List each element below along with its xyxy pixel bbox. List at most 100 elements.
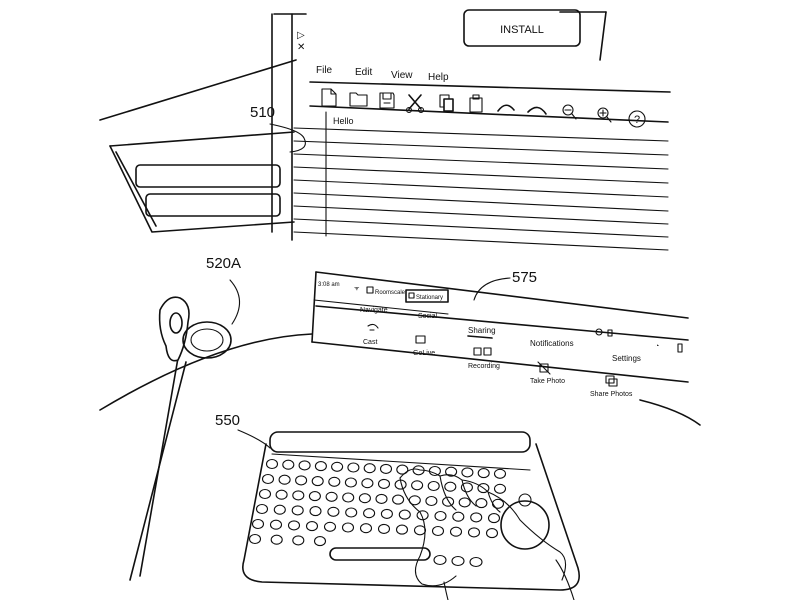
keyboard-key[interactable] bbox=[327, 506, 340, 517]
keyboard-key[interactable] bbox=[278, 474, 291, 485]
keyboard-key[interactable] bbox=[377, 478, 391, 489]
action-take-photo[interactable]: Take Photo bbox=[530, 361, 565, 385]
keyboard-key[interactable] bbox=[493, 483, 507, 494]
keyboard-key[interactable] bbox=[359, 523, 373, 534]
keyboard-key[interactable] bbox=[469, 556, 483, 568]
keyboard-key[interactable] bbox=[377, 523, 391, 534]
keyboard-trackball[interactable] bbox=[500, 500, 550, 550]
action-recording[interactable]: Recording bbox=[468, 347, 500, 370]
menu-help[interactable]: Help bbox=[428, 72, 449, 83]
undo-icon[interactable] bbox=[497, 104, 515, 112]
keyboard-key[interactable] bbox=[458, 497, 471, 508]
install-button[interactable]: INSTALL bbox=[463, 9, 581, 47]
keyboard-key[interactable] bbox=[485, 528, 499, 539]
keyboard-key[interactable] bbox=[375, 493, 388, 504]
keyboard-key[interactable] bbox=[411, 480, 424, 491]
keyboard-key[interactable] bbox=[261, 473, 275, 485]
keyboard-key[interactable] bbox=[258, 488, 272, 500]
keyboard-key[interactable] bbox=[282, 459, 295, 470]
keyboard-key[interactable] bbox=[442, 496, 455, 507]
keyboard-key[interactable] bbox=[396, 464, 409, 475]
keyboard-key[interactable] bbox=[477, 468, 490, 479]
keyboard-key[interactable] bbox=[305, 521, 319, 532]
keyboard-key[interactable] bbox=[452, 511, 465, 522]
copy-icon[interactable] bbox=[439, 94, 454, 112]
keyboard-key[interactable] bbox=[491, 498, 505, 509]
action-golive[interactable]: GoLive bbox=[413, 335, 435, 357]
keyboard-key[interactable] bbox=[255, 503, 269, 515]
keyboard-key[interactable] bbox=[427, 480, 440, 492]
controller[interactable] bbox=[129, 296, 232, 581]
keyboard-key[interactable] bbox=[358, 493, 371, 504]
menu-file[interactable]: File bbox=[316, 65, 333, 76]
keyboard-key[interactable] bbox=[493, 468, 507, 479]
save-icon[interactable] bbox=[379, 92, 395, 109]
zoom-out-icon[interactable] bbox=[562, 104, 577, 120]
keyboard-key[interactable] bbox=[449, 526, 463, 537]
keyboard-key[interactable] bbox=[275, 489, 288, 500]
keyboard-key[interactable] bbox=[467, 527, 481, 538]
keyboard-key[interactable] bbox=[248, 533, 262, 545]
keyboard-key[interactable] bbox=[431, 525, 445, 537]
keyboard-key[interactable] bbox=[309, 506, 322, 517]
keyboard-key[interactable] bbox=[342, 492, 355, 503]
keyboard-key[interactable] bbox=[460, 482, 473, 493]
keyboard-key[interactable] bbox=[416, 510, 429, 521]
keyboard-key[interactable] bbox=[451, 555, 465, 567]
tab-social[interactable]: Social bbox=[418, 313, 438, 320]
keyboard-key[interactable] bbox=[425, 495, 438, 507]
keyboard-key[interactable] bbox=[295, 475, 308, 486]
status-chip-roomscale[interactable]: Roomscale bbox=[366, 286, 406, 296]
keyboard-key[interactable] bbox=[328, 476, 341, 487]
open-folder-icon[interactable] bbox=[349, 92, 368, 107]
keyboard-key[interactable] bbox=[461, 467, 474, 478]
keyboard-key[interactable] bbox=[292, 490, 305, 501]
keyboard-key[interactable] bbox=[363, 508, 376, 519]
status-chip-stationary[interactable]: Stationary bbox=[405, 289, 449, 303]
keyboard-key[interactable] bbox=[379, 463, 393, 474]
menu-view[interactable]: View bbox=[391, 70, 413, 81]
keyboard-key[interactable] bbox=[477, 483, 490, 494]
keyboard-key[interactable] bbox=[380, 508, 393, 519]
keyboard-key[interactable] bbox=[323, 521, 337, 532]
keyboard[interactable] bbox=[242, 431, 580, 591]
keyboard-key[interactable] bbox=[361, 478, 374, 489]
keyboard-key[interactable] bbox=[434, 510, 447, 522]
menu-edit[interactable]: Edit bbox=[355, 67, 372, 78]
keyboard-key[interactable] bbox=[269, 519, 283, 530]
keyboard-key[interactable] bbox=[313, 536, 327, 547]
cut-icon[interactable] bbox=[405, 94, 425, 114]
new-file-icon[interactable] bbox=[321, 88, 337, 107]
keyboard-key[interactable] bbox=[487, 513, 501, 524]
keyboard-key[interactable] bbox=[314, 461, 327, 472]
keyboard-key[interactable] bbox=[470, 512, 483, 523]
keyboard-key[interactable] bbox=[311, 476, 324, 487]
keyboard-key[interactable] bbox=[445, 466, 458, 477]
keyboard-key[interactable] bbox=[363, 463, 376, 474]
tab-sharing[interactable]: Sharing bbox=[467, 326, 496, 339]
keyboard-spacebar[interactable] bbox=[329, 547, 431, 561]
keyboard-key[interactable] bbox=[347, 462, 360, 473]
tab-navigate[interactable]: Navigate bbox=[360, 307, 388, 314]
keyboard-key[interactable] bbox=[392, 494, 405, 505]
side-panel-bar-1[interactable] bbox=[135, 164, 281, 188]
keyboard-key[interactable] bbox=[325, 491, 338, 502]
tab-settings[interactable]: Settings bbox=[612, 354, 641, 363]
keyboard-key[interactable] bbox=[251, 518, 265, 530]
keyboard-key[interactable] bbox=[287, 520, 301, 531]
keyboard-key[interactable] bbox=[298, 460, 311, 471]
help-icon[interactable]: ? bbox=[628, 110, 646, 128]
window-arrow-icon[interactable]: ▷ bbox=[297, 30, 305, 41]
keyboard-key[interactable] bbox=[265, 458, 279, 470]
keyboard-key[interactable] bbox=[475, 498, 488, 509]
action-share-photos[interactable]: Share Photos bbox=[590, 375, 633, 398]
keyboard-key[interactable] bbox=[395, 524, 409, 535]
keyboard-key[interactable] bbox=[413, 525, 427, 536]
side-panel-bar-2[interactable] bbox=[145, 193, 281, 217]
keyboard-key[interactable] bbox=[331, 461, 344, 472]
tab-notifications[interactable]: Notifications bbox=[530, 339, 574, 348]
keyboard-key[interactable] bbox=[398, 509, 411, 520]
keyboard-key[interactable] bbox=[291, 505, 304, 516]
keyboard-key[interactable] bbox=[273, 504, 286, 515]
keyboard-key[interactable] bbox=[270, 534, 283, 545]
